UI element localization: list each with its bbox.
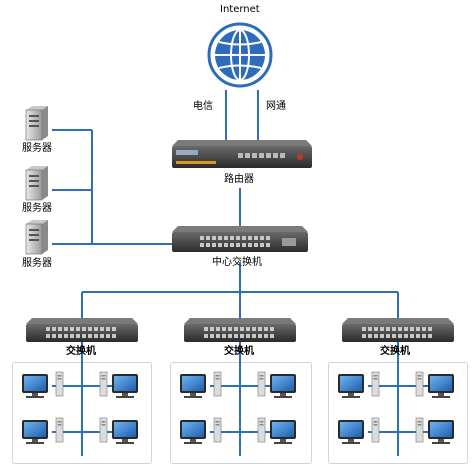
server-icon-3 <box>25 220 48 255</box>
pc-icon <box>338 371 380 398</box>
access-switch-label: 交换机 <box>380 346 410 357</box>
server-label: 服务器 <box>22 143 52 154</box>
access-switch-label: 交换机 <box>224 346 254 357</box>
pc-icon <box>257 371 296 398</box>
server-label: 服务器 <box>22 258 52 269</box>
access-switch-label: 交换机 <box>66 346 96 357</box>
internet-globe-icon <box>207 22 273 88</box>
pc-icon <box>22 371 64 398</box>
internet-label: Internet <box>220 4 260 15</box>
pc-icon <box>99 417 138 444</box>
pc-icon <box>180 371 222 398</box>
pc-icon <box>415 417 454 444</box>
access-switch-icon-1 <box>26 318 138 342</box>
router-label: 路由器 <box>224 174 254 185</box>
core-switch-label: 中心交换机 <box>212 257 262 268</box>
router-icon <box>172 140 312 168</box>
pc-icon <box>257 417 296 444</box>
pc-icon <box>180 417 222 444</box>
pc-icon <box>22 417 64 444</box>
server-icon-2 <box>25 166 48 201</box>
core-switch-icon <box>172 226 308 252</box>
isp-telecom-label: 电信 <box>193 101 213 112</box>
pc-icon <box>99 371 138 398</box>
isp-netcom-label: 网通 <box>266 101 286 112</box>
server-label: 服务器 <box>22 203 52 214</box>
server-icon-1 <box>25 106 48 141</box>
pc-icon <box>338 417 380 444</box>
pc-icon <box>415 371 454 398</box>
access-switch-icon-2 <box>184 318 296 342</box>
access-switch-icon-3 <box>342 318 454 342</box>
